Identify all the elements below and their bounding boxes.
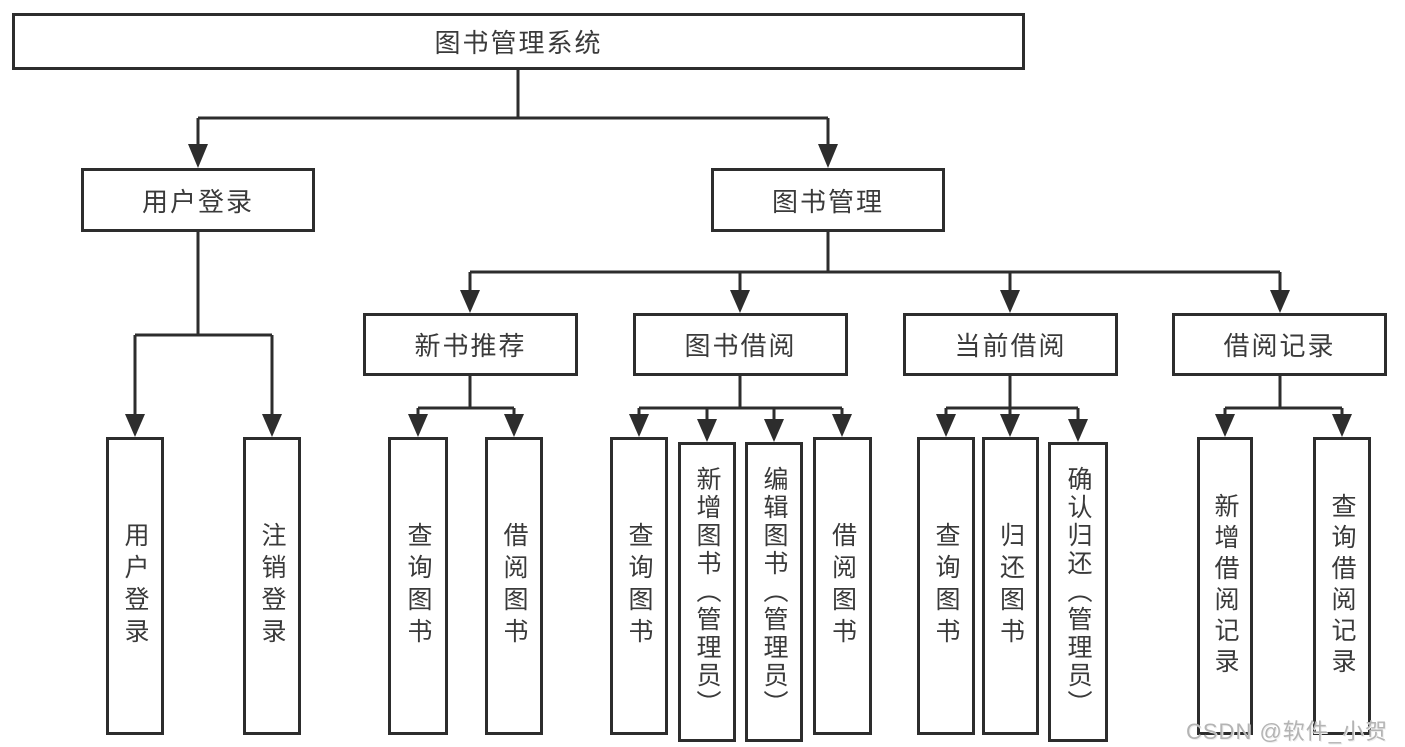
leaf-return-books: 归还图书 — [982, 437, 1039, 735]
leaf-logout: 注销登录 — [243, 437, 301, 735]
node-book-management: 图书管理 — [711, 168, 945, 232]
node-new-book-recommend: 新书推荐 — [363, 313, 578, 376]
csdn-watermark: CSDN @软件_小贺同学 — [1186, 719, 1389, 744]
leaf-query-books: 查询图书 — [388, 437, 448, 735]
leaf-edit-books-admin: 编辑图书（管理员） — [745, 442, 803, 742]
leaf-borrow-books: 借阅图书 — [813, 437, 872, 735]
node-current-borrowing: 当前借阅 — [903, 313, 1118, 376]
node-book-borrowing: 图书借阅 — [633, 313, 848, 376]
node-borrowing-records: 借阅记录 — [1172, 313, 1387, 376]
leaf-query-books: 查询图书 — [610, 437, 668, 735]
leaf-confirm-return-admin: 确认归还（管理员） — [1048, 442, 1108, 742]
leaf-user-login: 用户登录 — [106, 437, 164, 735]
leaf-add-borrow-record: 新增借阅记录 — [1197, 437, 1253, 735]
leaf-borrow-books: 借阅图书 — [485, 437, 543, 735]
connector-strokes — [133, 70, 1344, 420]
arrowheads — [125, 144, 1352, 442]
leaf-query-borrow-record: 查询借阅记录 — [1313, 437, 1371, 735]
leaf-add-books-admin: 新增图书（管理员） — [678, 442, 736, 742]
node-user-login: 用户登录 — [81, 168, 315, 232]
node-library-management-system: 图书管理系统 — [12, 13, 1025, 70]
leaf-query-books: 查询图书 — [917, 437, 975, 735]
